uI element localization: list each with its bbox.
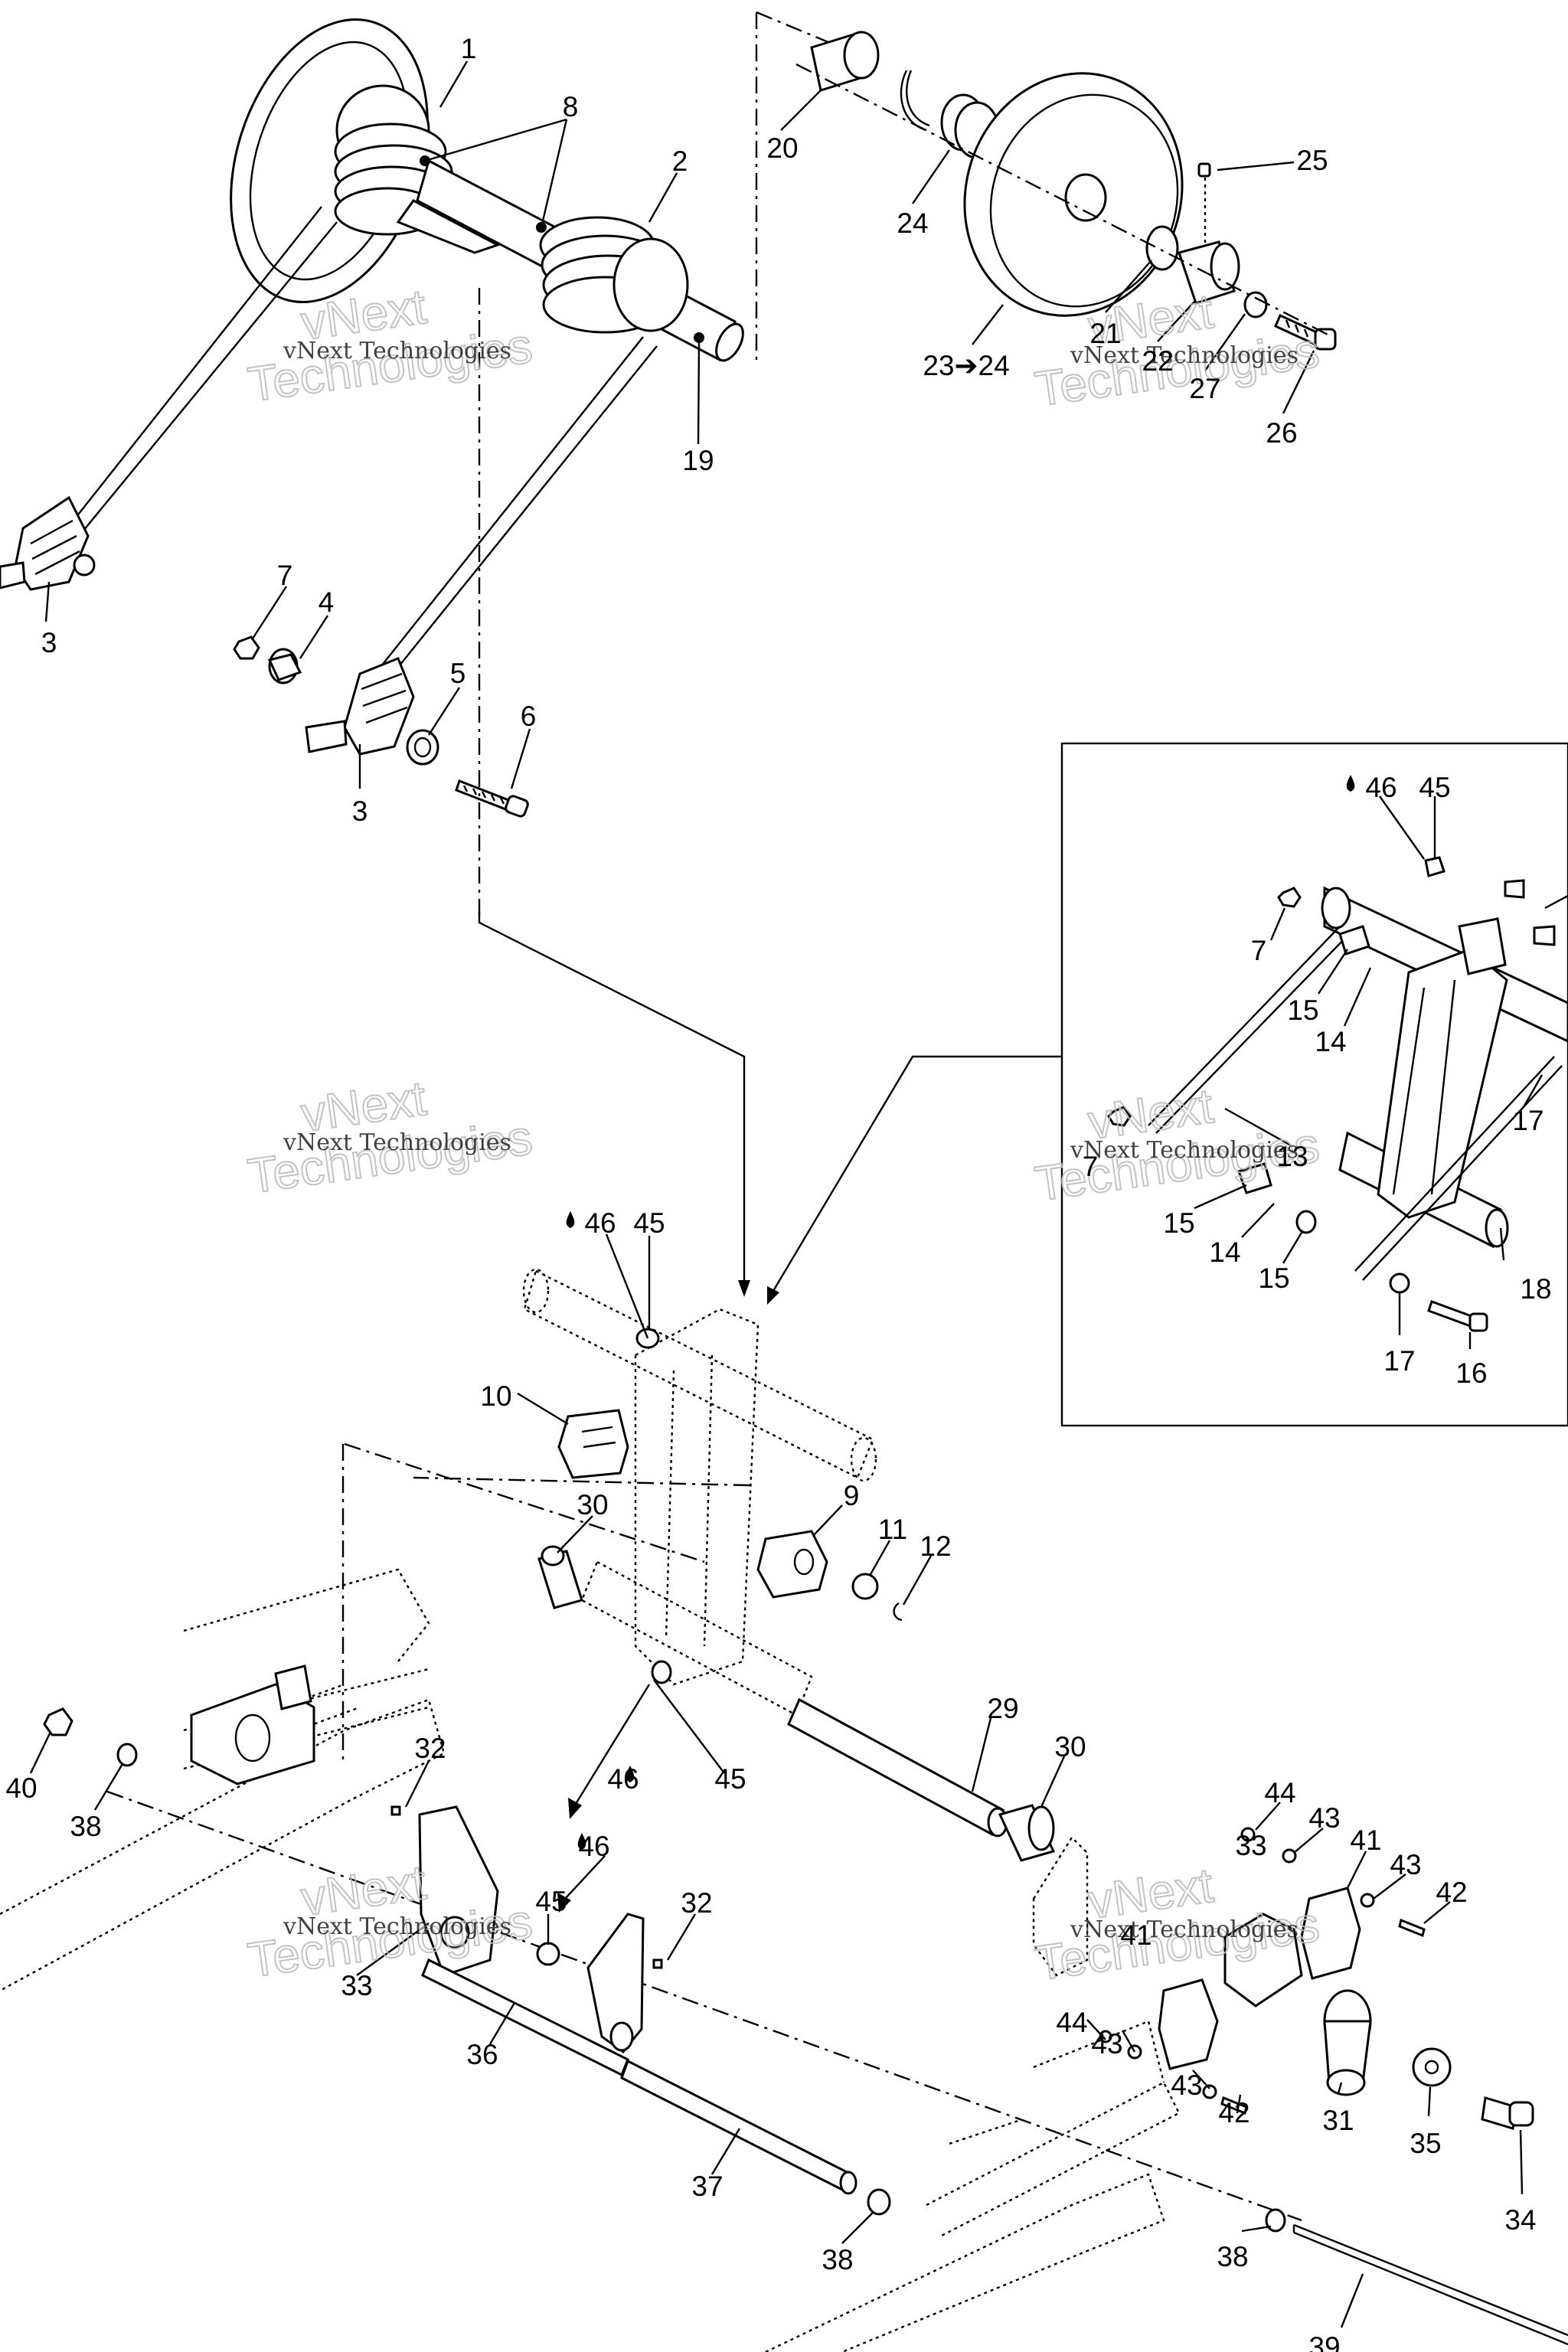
callout-number: 18 bbox=[1520, 1273, 1551, 1305]
callout-number: 43 bbox=[1091, 2028, 1122, 2060]
callout-number: 37 bbox=[691, 2171, 723, 2202]
center-arm-assembly bbox=[413, 1233, 1066, 1913]
rail-frame bbox=[0, 1442, 1302, 2352]
lubricant-drop-icon bbox=[566, 1211, 635, 1850]
callout-number: 20 bbox=[766, 132, 798, 164]
callout-number: 17 bbox=[1512, 1105, 1544, 1136]
callout-number: 9 bbox=[844, 1480, 860, 1511]
callout-number: 34 bbox=[1504, 2204, 1536, 2236]
svg-text:vNext Technologies: vNext Technologies bbox=[283, 1913, 511, 1940]
callout-number: 39 bbox=[1308, 2331, 1340, 2352]
callout-number: 3 bbox=[41, 627, 57, 658]
svg-text:vNext Technologies: vNext Technologies bbox=[283, 338, 511, 364]
callout-number: 26 bbox=[1266, 417, 1297, 449]
callout-number: 31 bbox=[1322, 2105, 1354, 2136]
svg-text:vNext Technologies: vNext Technologies bbox=[1070, 1916, 1298, 1943]
svg-text:vNext Technologies: vNext Technologies bbox=[1070, 1137, 1298, 1164]
callout-number: 15 bbox=[1163, 1207, 1194, 1239]
callout-number: 7 bbox=[277, 560, 293, 591]
callout-number: 38 bbox=[822, 2244, 853, 2275]
callout-number: 29 bbox=[987, 1693, 1018, 1724]
left-fasteners bbox=[29, 1707, 138, 1811]
callout-number: 38 bbox=[1217, 2241, 1248, 2272]
callout-number: 14 bbox=[1209, 1236, 1240, 1268]
callout-number: 13 bbox=[1276, 1141, 1308, 1172]
idler-small-parts bbox=[233, 635, 529, 818]
callout-number: 43 bbox=[1171, 2069, 1202, 2101]
callout-number: 8 bbox=[563, 91, 579, 122]
callout-number: 16 bbox=[1455, 1357, 1487, 1389]
callout-number: 17 bbox=[1383, 1345, 1415, 1377]
callout-number: 12 bbox=[920, 1530, 951, 1562]
callout-number: 21 bbox=[1089, 318, 1121, 349]
callout-number: 46 bbox=[584, 1207, 616, 1239]
callout-number: 46 bbox=[607, 1763, 639, 1795]
callout-number: 25 bbox=[1296, 145, 1328, 176]
callout-number: 43 bbox=[1390, 1849, 1421, 1880]
callout-number: 15 bbox=[1287, 995, 1318, 1026]
callout-number: 41 bbox=[1350, 1824, 1381, 1856]
callout-number: 32 bbox=[414, 1733, 446, 1764]
callout-number: 10 bbox=[480, 1380, 511, 1412]
top-leaders bbox=[44, 60, 1315, 789]
callout-number: 33 bbox=[1235, 1830, 1266, 1861]
callout-number: 11 bbox=[878, 1514, 907, 1545]
callout-number: 3 bbox=[352, 795, 368, 827]
callout-number: 7 bbox=[1083, 1151, 1099, 1182]
rear-wheel-assembly bbox=[755, 11, 1337, 364]
callout-number: 40 bbox=[5, 1772, 37, 1804]
callout-number: 36 bbox=[466, 2039, 498, 2070]
callout-number: 43 bbox=[1308, 1802, 1340, 1834]
callout-number: 33 bbox=[341, 1970, 372, 2001]
callout-number: 1 bbox=[461, 33, 477, 64]
callout-number: 35 bbox=[1410, 2128, 1441, 2159]
callout-number: 27 bbox=[1189, 373, 1220, 404]
callout-number: 45 bbox=[633, 1207, 665, 1239]
lower-arm-brackets bbox=[356, 1760, 891, 2244]
callout-number: 30 bbox=[1054, 1731, 1086, 1762]
callout-number: 32 bbox=[681, 1887, 712, 1919]
callout-number: 42 bbox=[1218, 2097, 1250, 2128]
callout-number: 46 bbox=[578, 1831, 609, 1862]
callout-number: 14 bbox=[1315, 1026, 1346, 1057]
callout-number: 24 bbox=[897, 207, 928, 239]
callout-number: 7 bbox=[1251, 935, 1267, 966]
lubricant-drop-icon bbox=[1346, 775, 1355, 792]
idler-wheel-assembly bbox=[60, 18, 744, 682]
callout-number: 22 bbox=[1142, 345, 1173, 377]
svg-text:vNext Technologies: vNext Technologies bbox=[1070, 342, 1298, 369]
callout-number: 45 bbox=[714, 1763, 746, 1795]
callout-number: 4 bbox=[318, 586, 335, 618]
callout-number: 46 bbox=[1365, 772, 1396, 803]
callout-number: 23➔24 bbox=[923, 350, 1009, 381]
callout-number: 5 bbox=[450, 658, 466, 689]
svg-text:vNext Technologies: vNext Technologies bbox=[283, 1129, 511, 1156]
callout-number: 45 bbox=[535, 1886, 567, 1917]
callout-number: 38 bbox=[70, 1811, 101, 1842]
callout-number: 19 bbox=[682, 445, 714, 476]
callout-number: 44 bbox=[1264, 1777, 1295, 1808]
callout-number: 42 bbox=[1436, 1877, 1467, 1908]
torsion-spring-2 bbox=[539, 216, 689, 334]
callout-number: 41 bbox=[1120, 1919, 1152, 1951]
callout-number: 44 bbox=[1056, 2007, 1087, 2038]
spring-adjuster-right bbox=[305, 657, 415, 756]
callout-number: 45 bbox=[1419, 772, 1450, 803]
right-bracket-group bbox=[1032, 1802, 1568, 2346]
inset-detail bbox=[1060, 742, 1568, 1427]
callout-number: 15 bbox=[1258, 1263, 1289, 1294]
callout-number: 6 bbox=[521, 701, 537, 732]
callout-number: 2 bbox=[672, 145, 688, 177]
callout-number: 30 bbox=[577, 1489, 608, 1521]
spring-adjuster-left bbox=[0, 495, 96, 591]
